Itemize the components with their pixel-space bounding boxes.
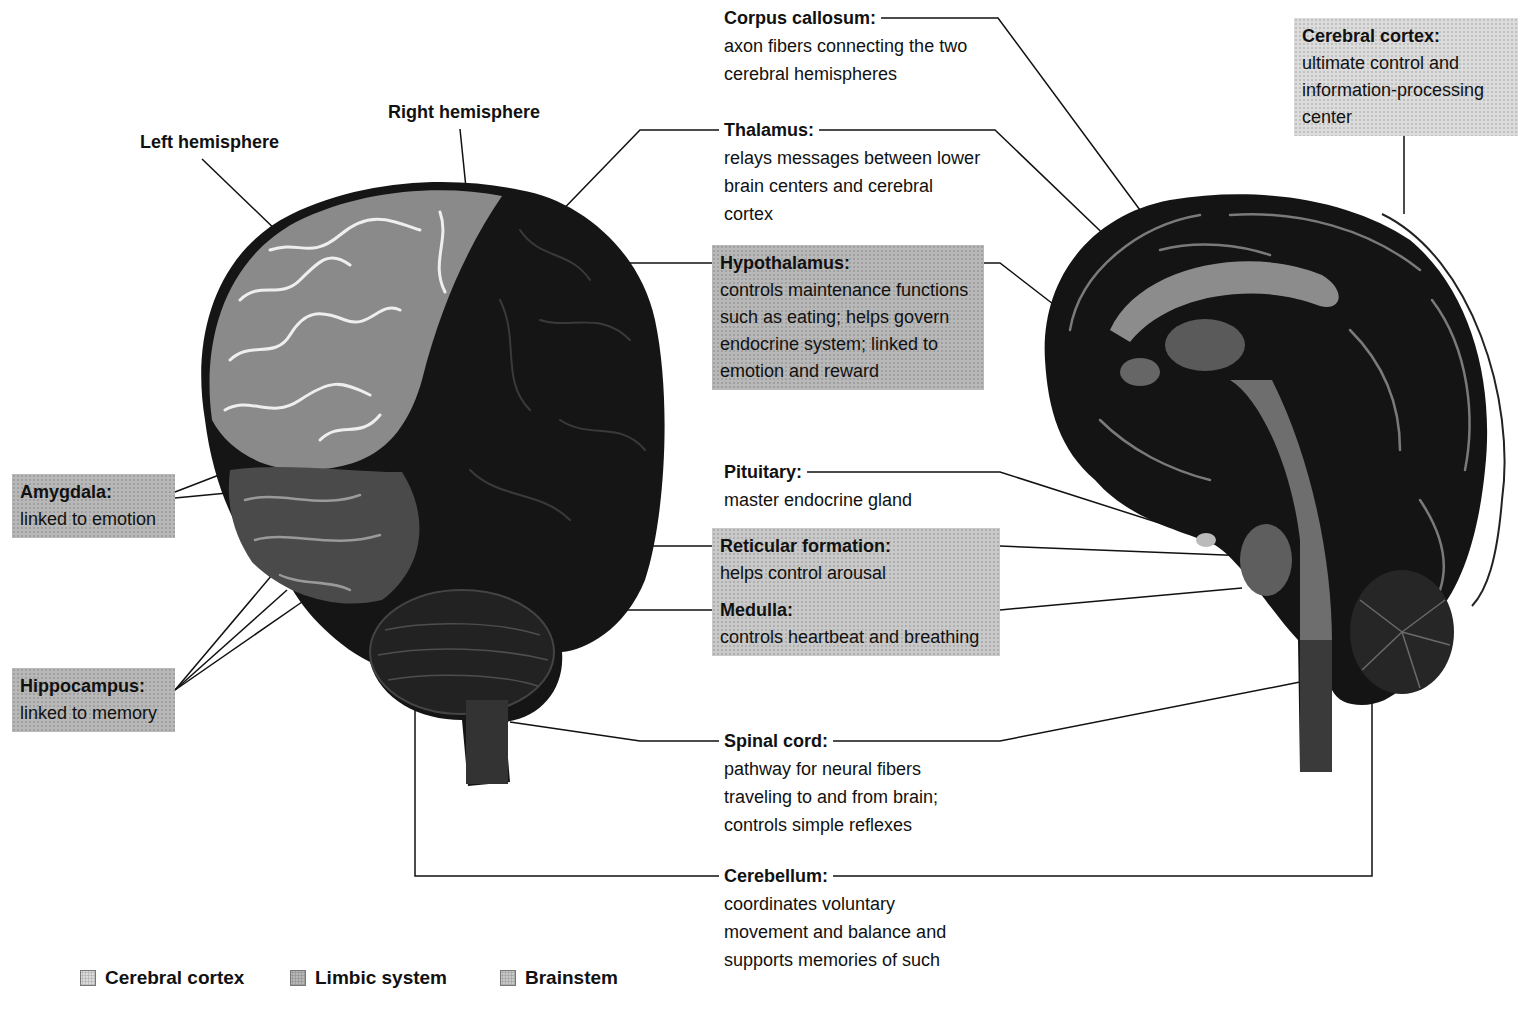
label-box: Medulla:controls heartbeat and breathing xyxy=(712,592,1000,656)
cortex-bracket-arc xyxy=(1382,214,1505,606)
part-name: Spinal cord: xyxy=(724,727,828,755)
gyrus xyxy=(500,300,530,410)
folium xyxy=(385,624,540,635)
gyrus xyxy=(245,495,360,501)
temporal-lobe xyxy=(229,467,420,604)
legend-text: Cerebral cortex xyxy=(105,966,244,990)
box-body: linked to emotion xyxy=(20,506,167,533)
gyrus xyxy=(470,470,570,520)
leader-line xyxy=(202,159,282,236)
gyrus xyxy=(255,535,380,541)
left-cerebellum xyxy=(370,590,554,714)
right-cerebellum xyxy=(1350,570,1454,694)
box-heading: Amygdala: xyxy=(20,479,167,506)
leader-line xyxy=(1403,136,1405,214)
box-body: controls maintenance functions such as e… xyxy=(720,277,976,385)
box-heading: Hypothalamus: xyxy=(720,250,976,277)
box-heading: Hippocampus: xyxy=(20,673,167,700)
gyrus xyxy=(230,308,400,360)
leader-line xyxy=(510,722,719,741)
box-body: helps control arousal xyxy=(720,560,992,587)
part-description: relays messages between lower brain cent… xyxy=(724,144,986,228)
box-body: linked to memory xyxy=(20,700,167,727)
hemisphere-label: Left hemisphere xyxy=(140,128,279,156)
gyrus xyxy=(439,212,445,292)
gyrus xyxy=(1100,420,1210,480)
leader-line xyxy=(460,129,466,188)
folium xyxy=(1402,632,1420,688)
gyrus xyxy=(540,320,630,340)
part-description: axon fibers connecting the two cerebral … xyxy=(724,32,986,88)
right-spinal-cord xyxy=(1300,640,1332,772)
gyrus xyxy=(1160,245,1270,255)
part-name: Thalamus: xyxy=(724,116,814,144)
cerebellum-folia xyxy=(1360,600,1450,688)
leader-line xyxy=(648,545,712,547)
box-heading: Reticular formation: xyxy=(720,533,992,560)
leader-line xyxy=(415,700,719,876)
folium xyxy=(1362,632,1402,670)
label-box: Reticular formation:helps control arousa… xyxy=(712,528,1000,592)
folium xyxy=(1402,632,1450,645)
part-name: Corpus callosum: xyxy=(724,4,876,32)
gyrus xyxy=(560,420,645,450)
legend-text: Limbic system xyxy=(315,966,447,990)
box-body: ultimate control and information-process… xyxy=(1302,50,1510,131)
part-name: Cerebellum: xyxy=(724,862,828,890)
left-cortex-surface xyxy=(210,190,502,470)
part-name: Pituitary: xyxy=(724,458,802,486)
box-heading: Cerebral cortex: xyxy=(1302,23,1510,50)
hypothalamus-shape xyxy=(1120,358,1160,386)
gyrus xyxy=(320,415,380,440)
folium xyxy=(378,649,548,660)
legend-swatch xyxy=(80,970,96,986)
label-box: Amygdala:linked to emotion xyxy=(12,474,175,538)
legend-item: Cerebral cortex xyxy=(80,966,244,990)
leader-line xyxy=(1000,546,1250,556)
box-heading: Medulla: xyxy=(720,597,992,624)
leader-line xyxy=(620,609,712,611)
label-box: Cerebral cortex:ultimate control and inf… xyxy=(1294,18,1518,136)
part-description: master endocrine gland xyxy=(724,486,986,514)
legend-item: Limbic system xyxy=(290,966,447,990)
legend-text: Brainstem xyxy=(525,966,618,990)
leader-line xyxy=(1000,588,1242,610)
legend-item: Brainstem xyxy=(500,966,618,990)
gyrus xyxy=(225,384,370,410)
gyrus xyxy=(1432,300,1469,470)
legend-swatch xyxy=(500,970,516,986)
folium xyxy=(1402,600,1445,632)
hemisphere-label: Right hemisphere xyxy=(388,98,540,126)
left-spinal-cord xyxy=(466,700,508,784)
label-box: Hippocampus:linked to memory xyxy=(12,668,175,732)
gyri-temporal xyxy=(245,495,380,590)
gyrus xyxy=(280,575,350,590)
box-body: controls heartbeat and breathing xyxy=(720,624,992,651)
gyrus xyxy=(520,230,590,280)
thalamus-shape xyxy=(1165,319,1245,371)
part-description: coordinates voluntary movement and balan… xyxy=(724,890,964,974)
left-brain-silhouette xyxy=(201,182,664,786)
leader-line xyxy=(175,590,287,690)
right-brain-silhouette xyxy=(1045,194,1487,772)
gyri-dark xyxy=(470,230,645,520)
gyrus xyxy=(270,219,420,250)
part-description: pathway for neural fibers traveling to a… xyxy=(724,755,994,839)
folium xyxy=(1360,600,1402,632)
gyri-light xyxy=(225,212,445,440)
folium xyxy=(388,675,538,686)
leader-line xyxy=(175,602,302,690)
leader-line xyxy=(833,682,1300,741)
pons-shape xyxy=(1240,524,1292,596)
cerebellum-folia xyxy=(378,624,548,686)
gyrus xyxy=(1350,330,1400,450)
gyrus xyxy=(240,258,350,300)
pituitary-shape xyxy=(1196,533,1216,547)
brainstem-shape xyxy=(1230,380,1332,642)
legend-swatch xyxy=(290,970,306,986)
label-box: Hypothalamus:controls maintenance functi… xyxy=(712,245,984,390)
